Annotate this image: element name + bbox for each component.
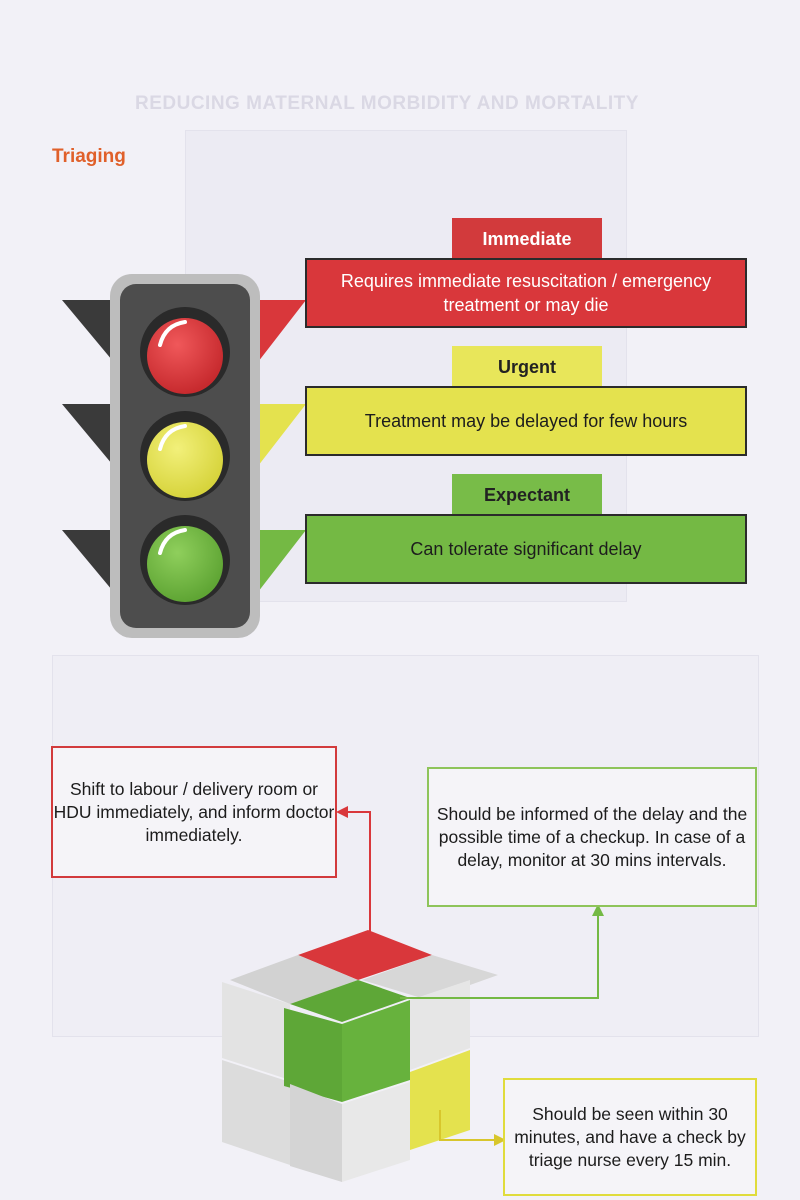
yellow-lamp xyxy=(147,422,223,498)
visor-right-middle xyxy=(258,404,306,466)
action-yellow: Should be seen within 30 minutes, and ha… xyxy=(503,1078,757,1196)
cube-green xyxy=(342,1000,410,1102)
connector-yellow xyxy=(439,1110,498,1141)
cube-yellow xyxy=(410,1050,470,1150)
visor-left-middle xyxy=(62,404,112,464)
cube-top-red xyxy=(298,930,432,980)
red-lamp xyxy=(147,318,223,394)
visor-left-top xyxy=(62,300,112,360)
visor-right-bottom xyxy=(258,530,306,592)
triage-desc-expectant: Can tolerate significant delay xyxy=(305,514,747,584)
triage-tag-immediate: Immediate xyxy=(452,218,602,260)
action-red: Shift to labour / delivery room or HDU i… xyxy=(51,746,337,878)
connector-red xyxy=(344,811,371,935)
visor-left-bottom xyxy=(62,530,112,590)
action-green: Should be informed of the delay and the … xyxy=(427,767,757,907)
triage-desc-urgent: Treatment may be delayed for few hours xyxy=(305,386,747,456)
green-lamp xyxy=(147,526,223,602)
triage-desc-immediate: Requires immediate resuscitation / emerg… xyxy=(305,258,747,328)
triage-tag-expectant: Expectant xyxy=(452,474,602,516)
section-heading: Triaging xyxy=(52,146,126,167)
faint-header-title: REDUCING MATERNAL MORBIDITY AND MORTALIT… xyxy=(135,93,639,114)
visor-right-top xyxy=(258,300,306,362)
triage-tag-urgent: Urgent xyxy=(452,346,602,388)
connector-green xyxy=(400,912,599,999)
